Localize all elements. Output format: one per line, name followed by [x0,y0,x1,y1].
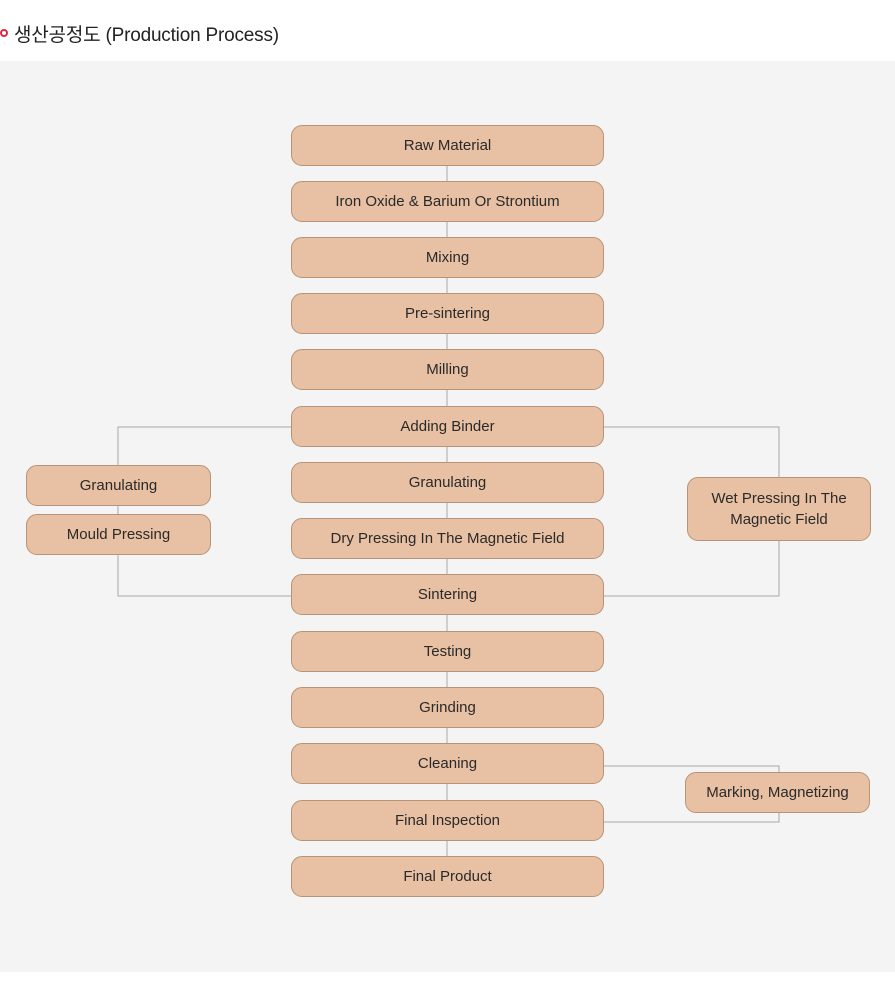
step-testing: Testing [291,631,604,672]
bullet-icon [0,29,8,37]
step-dry-pressing: Dry Pressing In The Magnetic Field [291,518,604,559]
step-grinding: Grinding [291,687,604,728]
step-marking-magnetizing: Marking, Magnetizing [685,772,870,813]
step-granulating: Granulating [291,462,604,503]
branch-granulating: Granulating [26,465,211,506]
page-title: 생산공정도 (Production Process) [14,24,279,46]
step-final-inspection: Final Inspection [291,800,604,841]
page-header: 생산공정도 (Production Process) [0,18,279,48]
branch-mould-pressing: Mould Pressing [26,514,211,555]
step-final-product: Final Product [291,856,604,897]
step-adding-binder: Adding Binder [291,406,604,447]
step-iron-oxide: Iron Oxide & Barium Or Strontium [291,181,604,222]
branch-wet-pressing: Wet Pressing In The Magnetic Field [687,477,871,541]
step-sintering: Sintering [291,574,604,615]
step-milling: Milling [291,349,604,390]
step-mixing: Mixing [291,237,604,278]
step-raw-material: Raw Material [291,125,604,166]
step-cleaning: Cleaning [291,743,604,784]
step-pre-sintering: Pre-sintering [291,293,604,334]
